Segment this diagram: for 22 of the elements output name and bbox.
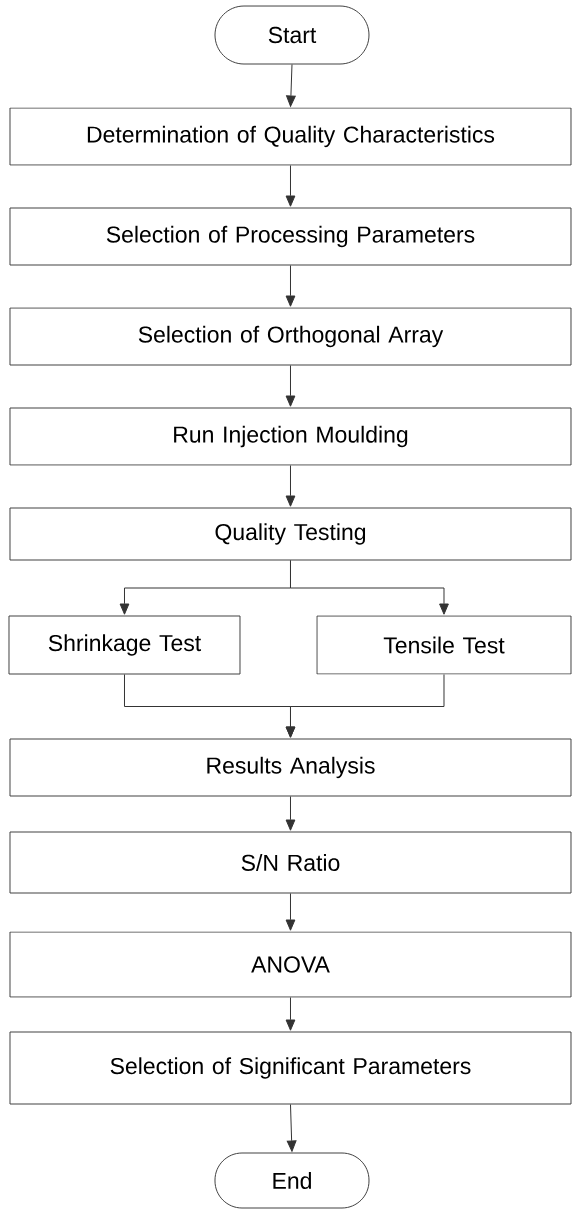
arrow <box>285 465 296 507</box>
process-box: Selection of Processing Parameters <box>9 207 572 266</box>
arrow <box>285 893 296 931</box>
arrow <box>286 1104 297 1152</box>
process-box: Quality Testing <box>9 507 572 561</box>
arrow <box>285 265 296 307</box>
process-box: Shrinkage Test <box>8 615 241 675</box>
arrow <box>285 997 296 1031</box>
process-box: Selection of Orthogonal Array <box>9 307 572 366</box>
process-box: Run Injection Moulding <box>9 407 572 466</box>
process-box: Results Analysis <box>9 738 572 797</box>
process-box: S/N Ratio <box>9 831 572 894</box>
arrow <box>285 674 445 738</box>
arrow <box>286 64 296 107</box>
arrow <box>285 796 296 831</box>
process-box: Tensile Test <box>316 615 572 675</box>
arrow <box>285 365 296 407</box>
arrow <box>290 560 449 615</box>
arrow <box>285 165 296 207</box>
process-box: Selection of Significant Parameters <box>9 1031 572 1105</box>
process-box: Determination of Quality Characteristics <box>9 107 572 166</box>
process-box: ANOVA <box>9 931 572 998</box>
